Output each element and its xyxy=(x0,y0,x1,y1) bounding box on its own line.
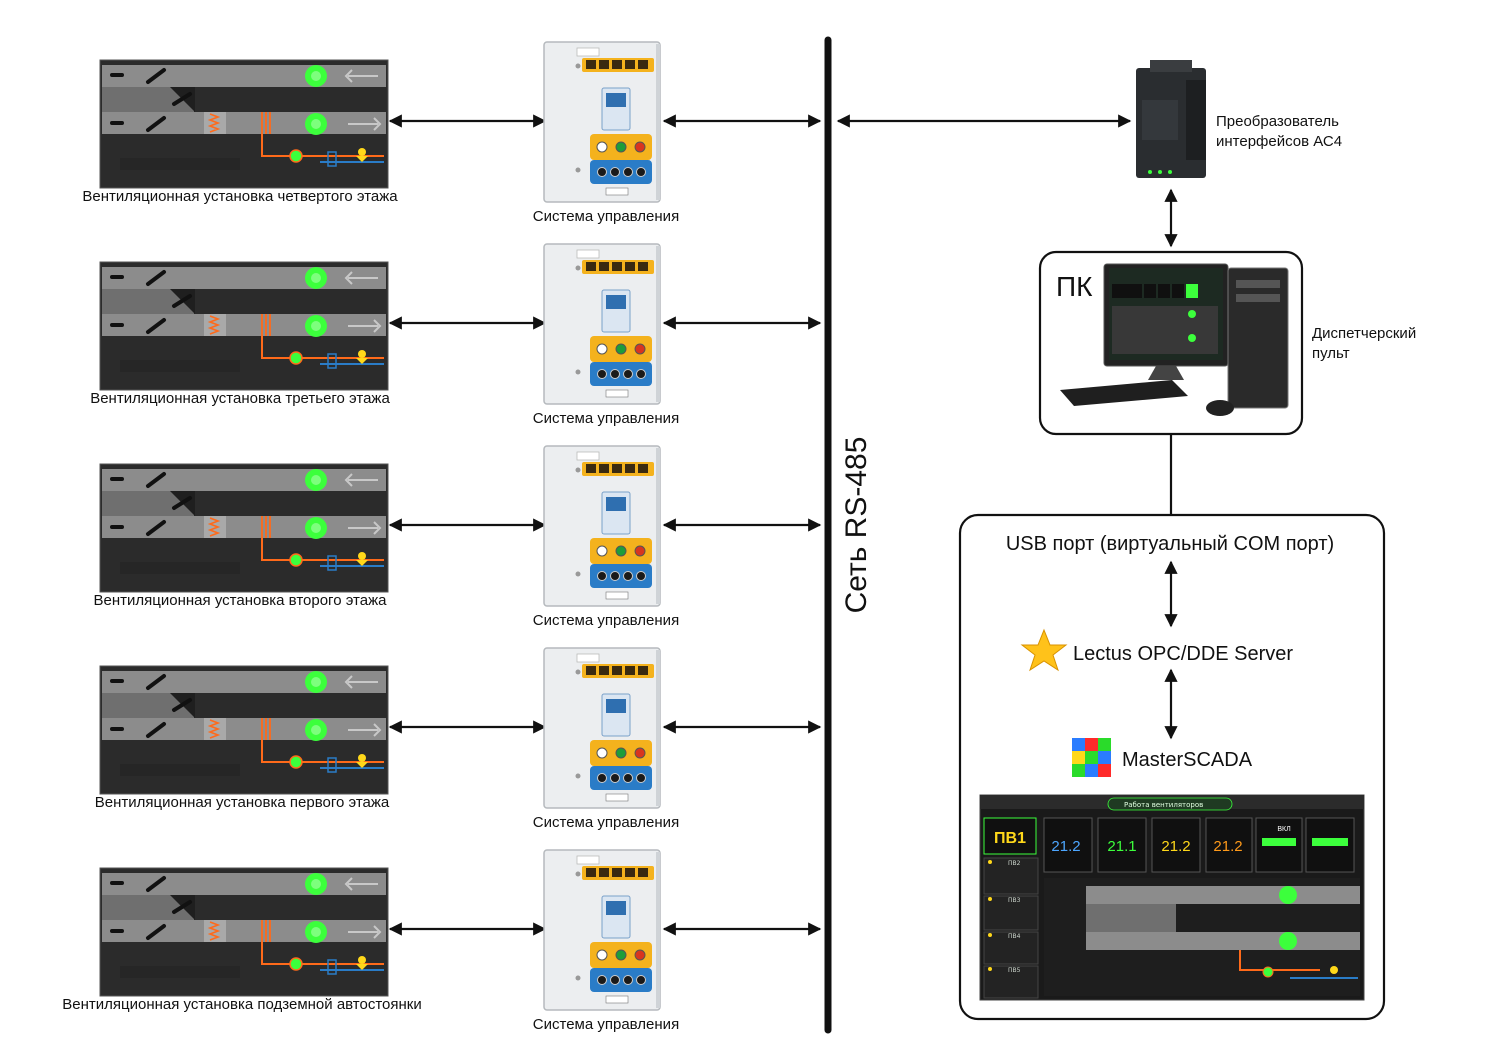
masterscada-label: MasterSCADA xyxy=(1122,749,1253,771)
scada-header-title: Работа вентиляторов xyxy=(1124,801,1203,809)
ventilation-unit-image xyxy=(98,260,390,392)
pc-description: Диспетчерский xyxy=(1312,325,1416,342)
scada-screenshot: Работа вентиляторов ПВ1 21.2 21.1 21.2 2… xyxy=(979,794,1365,1001)
control-cabinet xyxy=(543,647,661,809)
ventilation-unit-label: Вентиляционная установка второго этажа xyxy=(94,592,388,609)
scada-reading: 21.1 xyxy=(1107,838,1136,855)
pc-description: пульт xyxy=(1312,345,1350,362)
converter-label: Преобразователь xyxy=(1216,113,1339,130)
ac4-converter-device xyxy=(1136,60,1206,178)
scada-side-unit: ПВ2 xyxy=(1008,860,1021,867)
floor-row: Вентиляционная установка третьего этажа … xyxy=(90,243,822,427)
floor-row: Вентиляционная установка четвертого этаж… xyxy=(82,41,822,225)
converter-label: интерфейсов АС4 xyxy=(1216,133,1342,150)
scada-fan-state: ВКЛ xyxy=(1277,826,1291,833)
ventilation-unit-image xyxy=(98,462,390,594)
scada-reading: 21.2 xyxy=(1161,838,1190,855)
scada-unit-name: ПВ1 xyxy=(994,830,1026,847)
ventilation-unit-image xyxy=(98,866,390,998)
cube-icon xyxy=(1072,738,1111,777)
floor-row: Вентиляционная установка первого этажа С… xyxy=(95,647,822,831)
control-cabinet xyxy=(543,445,661,607)
scada-reading: 21.2 xyxy=(1213,838,1242,855)
floor-row: Вентиляционная установка второго этажа С… xyxy=(94,445,822,629)
ventilation-unit-label: Вентиляционная установка подземной автос… xyxy=(62,996,421,1013)
control-cabinet-label: Система управления xyxy=(533,814,679,831)
control-cabinet xyxy=(543,41,661,203)
opc-server-label: Lectus OPC/DDE Server xyxy=(1073,643,1293,665)
scada-side-unit: ПВ5 xyxy=(1008,967,1021,974)
control-cabinet xyxy=(543,849,661,1011)
control-cabinet-label: Система управления xyxy=(533,612,679,629)
control-cabinet xyxy=(543,243,661,405)
usb-port-label: USB порт (виртуальный COM порт) xyxy=(1006,533,1334,555)
ventilation-unit-label: Вентиляционная установка четвертого этаж… xyxy=(82,188,398,205)
scada-reading: 21.2 xyxy=(1051,838,1080,855)
floor-row: Вентиляционная установка подземной автос… xyxy=(62,849,822,1033)
control-cabinet-label: Система управления xyxy=(533,1016,679,1033)
ventilation-unit-image xyxy=(98,58,390,190)
scada-side-unit: ПВ3 xyxy=(1008,897,1021,904)
pc-label: ПК xyxy=(1056,271,1093,302)
ventilation-unit-image xyxy=(98,664,390,796)
control-cabinet-label: Система управления xyxy=(533,410,679,427)
star-icon xyxy=(1020,628,1068,672)
scada-side-unit: ПВ4 xyxy=(1008,933,1021,940)
ventilation-unit-label: Вентиляционная установка третьего этажа xyxy=(90,390,390,407)
pc-workstation-image xyxy=(1060,263,1289,416)
control-cabinet-label: Система управления xyxy=(533,208,679,225)
bus-label: Сеть RS-485 xyxy=(840,437,873,614)
ventilation-unit-label: Вентиляционная установка первого этажа xyxy=(95,794,390,811)
